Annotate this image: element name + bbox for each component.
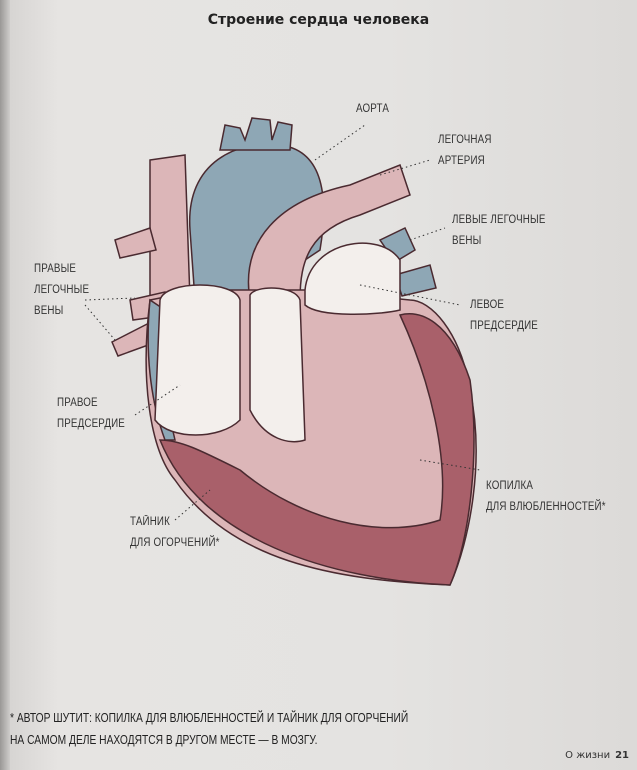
page-footer: О жизни 21 (565, 750, 629, 761)
label-pulmonary-artery: ЛЕГОЧНАЯ АРТЕРИЯ (438, 130, 492, 172)
label-line: ВЕНЫ (452, 235, 482, 247)
label-right-pulmonary-veins: ПРАВЫЕ ЛЕГОЧНЫЕ ВЕНЫ (34, 259, 89, 322)
page-number: 21 (615, 750, 629, 761)
footnote-line-2: НА САМОМ ДЕЛЕ НАХОДЯТСЯ В ДРУГОМ МЕСТЕ —… (10, 733, 318, 747)
left-atrium-chamber (304, 242, 401, 316)
label-line: ПРЕДСЕРДИЕ (470, 320, 538, 332)
leader-lines (84, 124, 481, 521)
page-title: Строение сердца человека (207, 12, 430, 28)
pulmonary-artery (247, 164, 411, 301)
right-ventricle-chamber (249, 287, 306, 443)
label-line: ЛЕГОЧНАЯ (438, 134, 492, 146)
label-line: ЛЕГОЧНЫЕ (34, 284, 90, 296)
label-line: ПРАВОЕ (57, 397, 98, 409)
label-left-pulmonary-veins: ЛЕВЫЕ ЛЕГОЧНЫЕ ВЕНЫ (452, 210, 546, 252)
label-line: КОПИЛКА (486, 480, 534, 492)
label-line: ЛЕВОЕ (470, 299, 505, 311)
footnote-line-1: * АВТОР ШУТИТ: КОПИЛКА ДЛЯ ВЛЮБЛЕННОСТЕЙ… (10, 711, 409, 725)
section-name: О жизни (565, 750, 611, 761)
label-line: ВЕНЫ (34, 305, 64, 317)
myocardium (158, 313, 475, 586)
label-grief-cache: ТАЙНИК ДЛЯ ОГОРЧЕНИЙ* (130, 512, 220, 554)
page-edge (0, 0, 10, 770)
label-line: ЛЕВЫЕ ЛЕГОЧНЫЕ (452, 214, 546, 226)
aorta-branches (219, 117, 293, 151)
label-aorta: АОРТА (356, 103, 390, 115)
label-love-box: КОПИЛКА ДЛЯ ВЛЮБЛЕННОСТЕЙ* (486, 476, 606, 518)
label-line: ТАЙНИК (130, 516, 171, 528)
label-left-atrium: ЛЕВОЕ ПРЕДСЕРДИЕ (470, 295, 538, 337)
label-line: АРТЕРИЯ (438, 155, 485, 167)
label-line: ДЛЯ ОГОРЧЕНИЙ* (130, 537, 220, 549)
right-atrium-chamber (154, 284, 241, 436)
right-vein-upper (114, 227, 157, 259)
label-line: ПРЕДСЕРДИЕ (57, 418, 125, 430)
label-right-atrium: ПРАВОЕ ПРЕДСЕРДИЕ (57, 393, 125, 435)
label-line: ПРАВЫЕ (34, 263, 77, 275)
label-line: ДЛЯ ВЛЮБЛЕННОСТЕЙ* (486, 501, 606, 513)
